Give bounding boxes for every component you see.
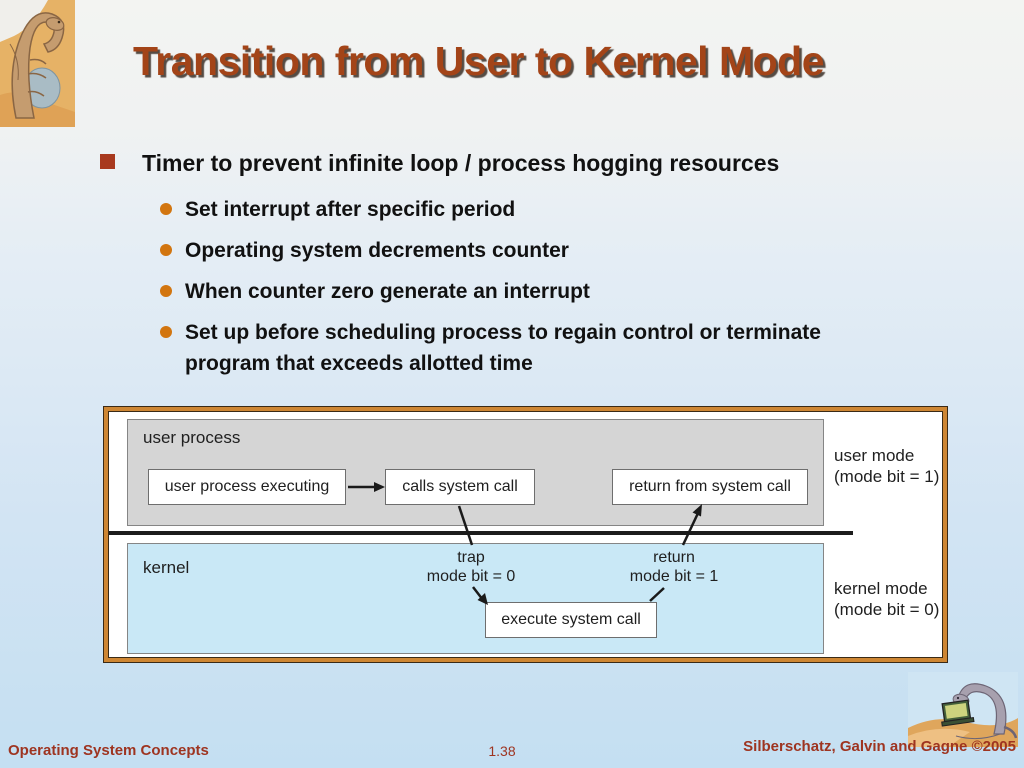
bullet-sub-3: When counter zero generate an interrupt xyxy=(160,276,860,307)
user-mode-line1: user mode xyxy=(834,446,915,465)
square-bullet-icon xyxy=(100,154,115,169)
return-label: return mode bit = 1 xyxy=(594,548,754,586)
mode-separator-line xyxy=(109,531,853,535)
trap-label-line2: mode bit = 0 xyxy=(426,568,516,585)
bullet-sub-4: Set up before scheduling process to rega… xyxy=(160,317,860,379)
bullet-sub-1-text: Set interrupt after specific period xyxy=(185,198,516,221)
figure-canvas: user process kernel user process executi… xyxy=(108,411,943,658)
footer-authors: Silberschatz, Galvin and Gagne ©2005 xyxy=(743,738,1016,755)
trap-label: trap mode bit = 0 xyxy=(391,548,551,586)
kernel-mode-line2: (mode bit = 0) xyxy=(834,600,940,619)
user-mode-line2: (mode bit = 1) xyxy=(834,467,940,486)
bullet-main: Timer to prevent infinite loop / process… xyxy=(100,150,880,177)
return-label-line1: return xyxy=(653,549,695,566)
footer-page-number: 1.38 xyxy=(488,743,516,759)
bullet-sub-1: Set interrupt after specific period xyxy=(160,194,860,225)
slide-title: Transition from User to Kernel Mode xyxy=(133,38,825,84)
circle-bullet-icon xyxy=(160,326,172,338)
user-mode-label: user mode (mode bit = 1) xyxy=(834,445,944,487)
bullet-sub-2-text: Operating system decrements counter xyxy=(185,239,569,262)
box-return-from-system-call: return from system call xyxy=(612,469,808,505)
bullet-sub-4-text: Set up before scheduling process to rega… xyxy=(185,321,821,375)
box-user-process-executing: user process executing xyxy=(148,469,346,505)
trap-label-line1: trap xyxy=(457,549,485,566)
box-calls-system-call: calls system call xyxy=(385,469,535,505)
circle-bullet-icon xyxy=(160,203,172,215)
return-label-line2: mode bit = 1 xyxy=(629,568,719,585)
bullet-sub-2: Operating system decrements counter xyxy=(160,235,860,266)
kernel-mode-line1: kernel mode xyxy=(834,579,928,598)
mode-transition-figure: user process kernel user process executi… xyxy=(103,406,948,663)
circle-bullet-icon xyxy=(160,285,172,297)
bullet-main-text: Timer to prevent infinite loop / process… xyxy=(142,150,780,176)
dinosaur-laptop-icon xyxy=(908,672,1018,747)
dinosaur-logo-icon xyxy=(0,0,75,127)
bullet-sub-3-text: When counter zero generate an interrupt xyxy=(185,280,590,303)
box-execute-system-call: execute system call xyxy=(485,602,657,638)
circle-bullet-icon xyxy=(160,244,172,256)
kernel-mode-label: kernel mode (mode bit = 0) xyxy=(834,578,944,620)
kernel-label: kernel xyxy=(143,558,190,577)
user-process-label: user process xyxy=(143,428,241,447)
footer-book-title: Operating System Concepts xyxy=(8,742,209,759)
